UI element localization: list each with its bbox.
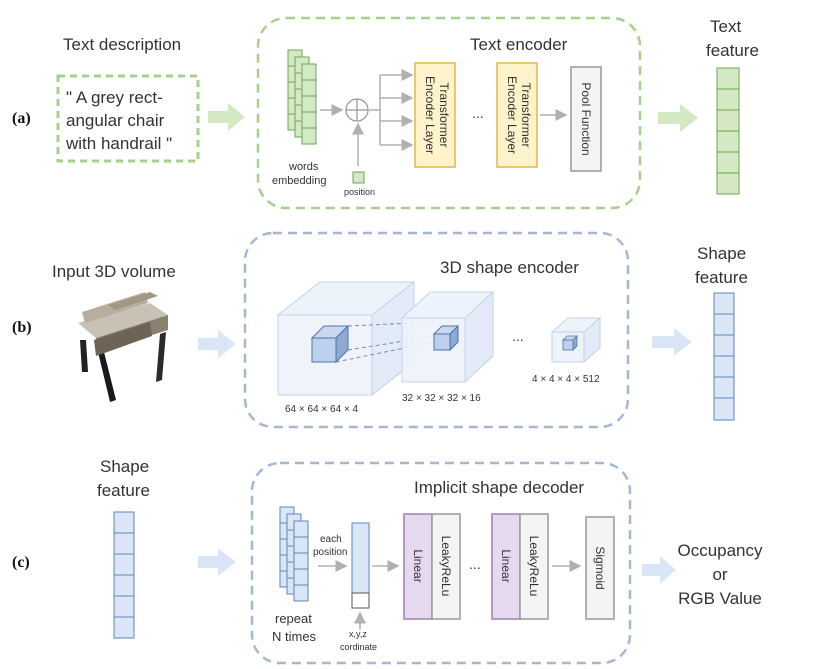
transformer-layer-2-line-2: Encoder Layer: [505, 76, 519, 154]
text-feature-vector: [716, 67, 740, 195]
leaky-relu-1: [431, 513, 461, 620]
panel-c: (c) Shape feature Implicit shape decoder…: [12, 457, 763, 665]
panel-b: (b) Input 3D volume 3D shape encoder: [12, 231, 748, 429]
transformer-layer-1: [414, 62, 456, 168]
text-encoder-box: [256, 16, 642, 210]
feature-volume-4: [550, 316, 602, 364]
shape-feature-title-line-1: Shape: [697, 244, 746, 263]
concatenated-input-vector: [351, 522, 370, 594]
shape-feature-vector-b: [713, 292, 735, 421]
coordinate-label: cordinate: [340, 642, 377, 652]
shape-encoder-ellipsis: ...: [512, 328, 524, 344]
text-description-line-2: angular chair: [66, 111, 165, 130]
leaky-relu-2-label: LeakyReLu: [527, 536, 541, 597]
panel-c-label: (c): [12, 554, 30, 571]
position-embedding-block: [352, 171, 365, 184]
transformer-layer-1-line-2: Encoder Layer: [423, 76, 437, 154]
text-encoder-title: Text encoder: [470, 35, 568, 54]
embedding-label: embedding: [272, 175, 326, 187]
text-feature-title-line-2: feature: [706, 41, 759, 60]
text-description-title: Text description: [63, 35, 181, 54]
shape-decoder-title: Implicit shape decoder: [414, 478, 584, 497]
arrow-encoder-to-shape-feature: [652, 328, 692, 356]
text-description-line-1: " A grey rect-: [66, 88, 163, 107]
words-label: words: [288, 161, 319, 173]
shape-decoder-box: [250, 461, 632, 665]
transformer-layer-2: [496, 62, 538, 168]
xyz-label: x,y,z: [349, 629, 367, 639]
output-line-3: RGB Value: [678, 589, 762, 608]
text-encoder-ellipsis: ...: [472, 105, 484, 121]
dim-label-64: 64 × 64 × 64 × 4: [285, 404, 359, 415]
linear-layer-1-label: Linear: [411, 549, 425, 582]
word-embedding-stack: [287, 49, 317, 145]
panel-b-label: (b): [12, 319, 32, 336]
sigmoid-block: [585, 516, 615, 620]
text-description-line-3: with handrail ": [65, 134, 172, 153]
feature-volume-32: [400, 290, 495, 384]
shape-encoder-title: 3D shape encoder: [440, 258, 579, 277]
position-label-c: position: [313, 547, 347, 558]
dim-label-4: 4 × 4 × 4 × 512: [532, 374, 600, 385]
leaky-relu-1-label: LeakyReLu: [439, 536, 453, 597]
text-description-box: [56, 74, 200, 163]
repeated-feature-stack: [279, 506, 309, 602]
sigmoid-label: Sigmoid: [593, 546, 607, 589]
text-feature-title-line-1: Text: [710, 17, 741, 36]
linear-layer-2: [491, 513, 521, 620]
feature-volume-64: [276, 280, 416, 397]
position-label: position: [344, 187, 375, 197]
arrow-decoder-to-output: [642, 556, 676, 584]
repeat-label: repeat: [275, 611, 312, 626]
chair-volume-image: [78, 292, 168, 402]
panel-a-label: (a): [12, 110, 31, 127]
shape-feature-vector-c: [113, 511, 135, 639]
decoder-ellipsis: ...: [469, 556, 481, 572]
pool-function-label: Pool Function: [579, 82, 593, 155]
shape-feature-input-line-2: feature: [97, 481, 150, 500]
output-line-1: Occupancy: [677, 541, 763, 560]
linear-layer-2-label: Linear: [499, 549, 513, 582]
shape-encoder-box: [243, 231, 630, 429]
arrow-feature-to-decoder: [198, 548, 236, 576]
arrow-volume-to-encoder: [198, 330, 236, 358]
arrow-text-to-encoder: [208, 103, 245, 131]
input-volume-title: Input 3D volume: [52, 262, 176, 281]
pool-function-block: [570, 66, 602, 172]
n-times-label: N times: [272, 629, 317, 644]
leaky-relu-2: [519, 513, 549, 620]
shape-feature-title-line-2: feature: [695, 268, 748, 287]
panel-a: (a) Text description " A grey rect- angu…: [12, 16, 759, 210]
output-line-2: or: [712, 565, 727, 584]
shape-feature-input-line-1: Shape: [100, 457, 149, 476]
transformer-layer-2-line-1: Transformer: [519, 83, 533, 148]
dim-label-32: 32 × 32 × 32 × 16: [402, 393, 481, 404]
transformer-layer-1-line-1: Transformer: [437, 83, 451, 148]
coordinate-slot: [351, 592, 370, 609]
each-label: each: [320, 534, 342, 545]
arrow-encoder-to-text-feature: [658, 104, 698, 132]
